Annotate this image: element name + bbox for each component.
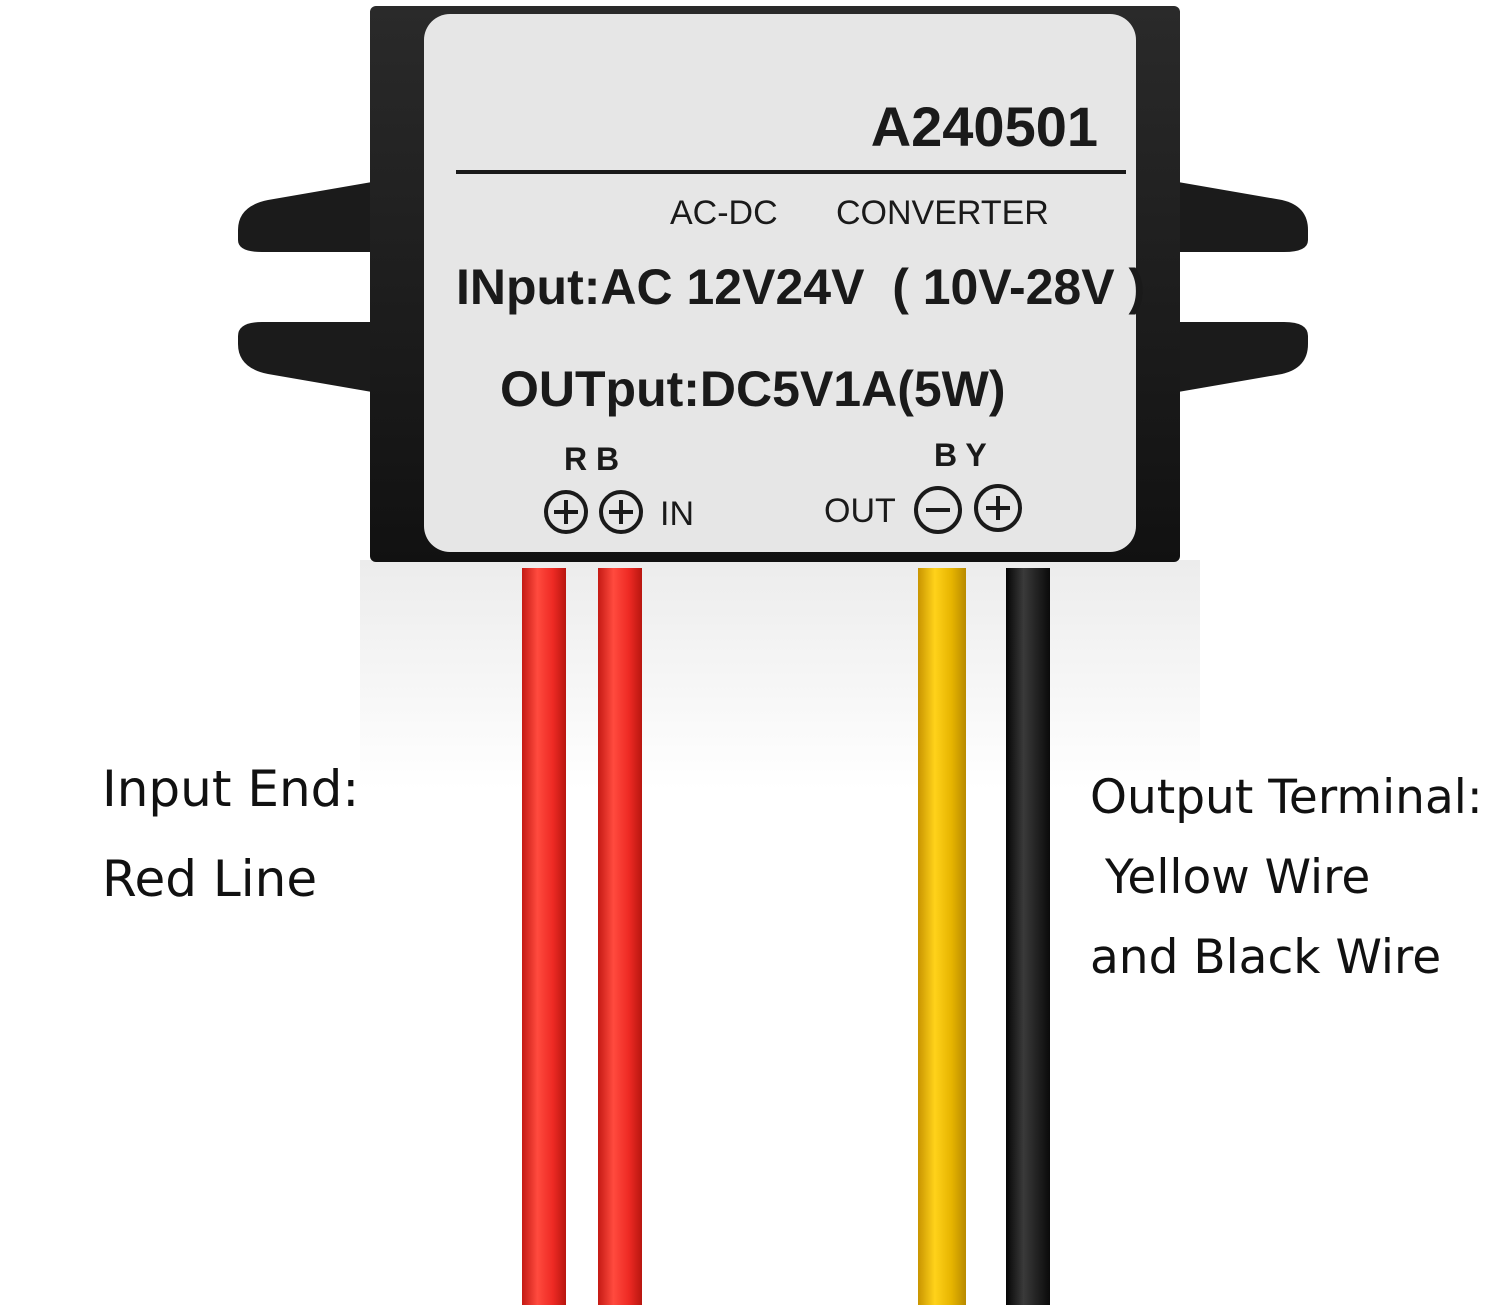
input-spec: INput:AC 12V24V ( 10V-28V ) — [456, 259, 1145, 315]
input-caption-line2: Red Line — [102, 850, 318, 908]
plus-icon — [974, 484, 1022, 532]
output-spec: OUTput:DC5V1A(5W) — [500, 361, 1006, 417]
ear-right-top — [1178, 182, 1308, 252]
output-caption-line1: Output Terminal: — [1090, 770, 1483, 825]
yellow-wire — [918, 568, 966, 1305]
minus-icon — [914, 486, 962, 534]
model-number: A240501 — [871, 95, 1098, 158]
wires — [522, 568, 1050, 1305]
converter-name: CONVERTER — [836, 194, 1049, 232]
background-shade — [360, 560, 1200, 1020]
mounting-ears — [238, 182, 1308, 392]
black-wire — [1006, 568, 1050, 1305]
label-plate — [424, 14, 1136, 552]
red-wire-1 — [522, 568, 566, 1305]
output-wire-letters: B Y — [934, 437, 987, 473]
output-caption-line3: and Black Wire — [1090, 930, 1442, 985]
input-terminal-label: IN — [660, 495, 694, 533]
output-terminal-label: OUT — [824, 492, 896, 530]
input-caption-line1: Input End: — [102, 760, 360, 818]
plus-icon — [544, 490, 588, 534]
ear-left-top — [238, 182, 372, 252]
input-wire-letters: R B — [564, 441, 619, 477]
plus-icon — [599, 490, 643, 534]
ear-left-bottom — [238, 322, 372, 392]
red-wire-2 — [598, 568, 642, 1305]
output-caption-line2: Yellow Wire — [1090, 850, 1371, 905]
converter-type: AC-DC — [670, 194, 778, 232]
ear-right-bottom — [1178, 322, 1308, 392]
